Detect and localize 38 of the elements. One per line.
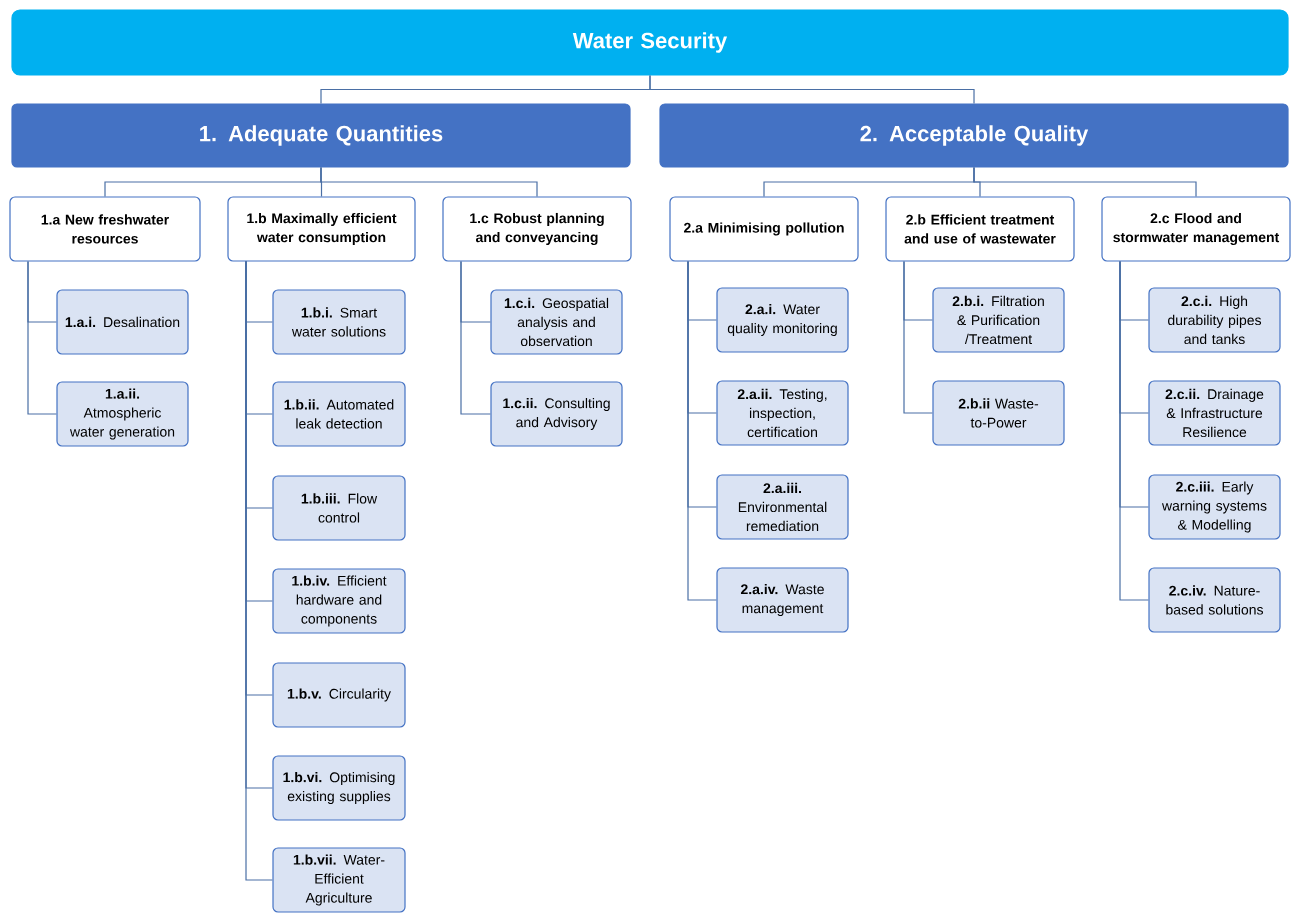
item-box: 1.b.i. Smart water solutions: [272, 289, 406, 355]
item-box: 1.b.vii. Water-Efficient Agriculture: [272, 847, 406, 913]
item-box: 1.a.ii. Atmospheric water generation: [56, 381, 189, 447]
item-box: 1.b.iv. Efficient hardware and components: [272, 568, 406, 634]
connector-line: [1119, 261, 1149, 601]
connector-line: [973, 167, 1197, 197]
category-box: 1.a New freshwater resources: [9, 196, 201, 262]
category-banner: 1. Adequate Quantities: [11, 103, 631, 168]
item-box: 1.b.v. Circularity: [272, 662, 406, 728]
connector-line: [320, 167, 538, 197]
item-box: 2.a.i. Water quality monitoring: [716, 287, 849, 353]
connector-line: [27, 261, 57, 415]
item-box: 2.c.iv. Nature-based solutions: [1148, 567, 1281, 633]
item-box: 1.c.ii. Consulting and Advisory: [490, 381, 623, 447]
item-box: 1.b.vi. Optimising existing supplies: [272, 755, 406, 821]
connector-line: [460, 261, 491, 415]
category-banner: 2. Acceptable Quality: [659, 103, 1289, 168]
item-box: 1.b.iii. Flow control: [272, 475, 406, 541]
item-box: 2.a.ii. Testing, inspection, certification: [716, 380, 849, 446]
item-box: 2.b.i. Filtration & Purification /Treatment: [932, 287, 1065, 353]
item-box: 1.a.i. Desalination: [56, 289, 189, 355]
connector-line: [903, 261, 933, 414]
item-box: 2.c.i. High durability pipes and tanks: [1148, 287, 1281, 353]
connector-line: [649, 75, 975, 104]
category-box: 1.c Robust planning and conveyancing: [442, 196, 632, 262]
category-box: 2.c Flood and stormwater management: [1101, 196, 1291, 262]
item-box: 1.c.i. Geospatial analysis and observation: [490, 289, 623, 355]
item-box: 2.c.iii. Early warning systems & Modelling: [1148, 474, 1281, 540]
category-box: 2.a Minimising pollution: [669, 196, 859, 262]
connector-line: [687, 261, 717, 601]
item-box: 2.b.ii Waste-to-Power: [932, 380, 1065, 446]
item-box: 2.a.iii. Environmental remediation: [716, 474, 849, 540]
item-box: 2.a.iv. Waste management: [716, 567, 849, 633]
item-box: 2.c.ii. Drainage & Infrastructure Resilience: [1148, 380, 1281, 446]
item-box: 1.b.ii. Automated leak detection: [272, 381, 406, 447]
banner: Water Security: [11, 9, 1289, 76]
category-box: 1.b Maximally efficient water consumption: [227, 196, 416, 262]
category-box: 2.b Efficient treatment and use of wastewater: [885, 196, 1075, 262]
